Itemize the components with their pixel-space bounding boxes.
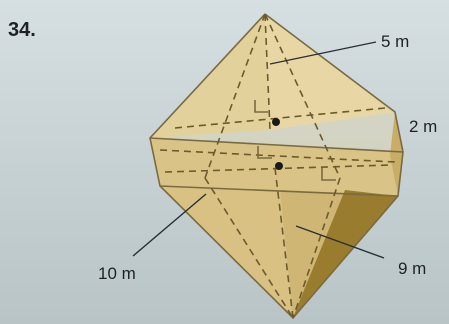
hidden-edge-left: [204, 13, 266, 179]
prism-top-edge: [149, 137, 404, 153]
outline-edges: [149, 13, 404, 320]
top-pyramid-left-face: [150, 14, 270, 138]
leader-base-length: [132, 193, 207, 257]
leader-base-width: [295, 225, 385, 259]
right-angle-marker-top: [254, 100, 268, 113]
top-center-point: [272, 118, 280, 126]
hidden-midline: [159, 149, 396, 163]
right-angle-marker-mid: [257, 146, 272, 159]
hidden-edge-right: [264, 13, 341, 179]
label-base-width: 9 m: [398, 259, 426, 278]
label-prism-height: 2 m: [409, 117, 437, 136]
bottom-center-point: [275, 162, 283, 170]
hidden-lower-left: [204, 177, 294, 319]
top-height-dashed: [264, 13, 271, 131]
leader-top-height: [269, 41, 377, 65]
top-pyramid-right-face: [265, 14, 395, 130]
label-top-height: 5 m: [381, 32, 409, 51]
label-base-length: 10 m: [98, 264, 136, 283]
right-angle-marker-bottom: [321, 168, 336, 181]
prism-bottom-edge: [159, 185, 399, 197]
bottom-height-dashed: [274, 167, 294, 319]
problem-number: 34.: [8, 19, 36, 41]
hidden-lower-right: [292, 177, 341, 319]
bottom-pyramid-shadow-face: [293, 190, 398, 318]
top-pyramid-back-face: [150, 14, 403, 152]
